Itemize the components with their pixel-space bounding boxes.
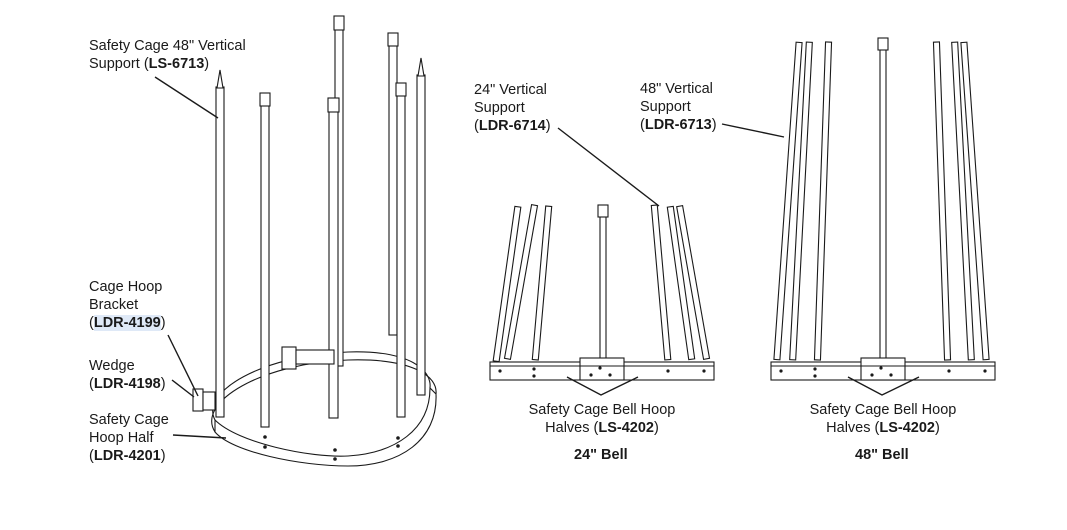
label-line: (LDR-4201)	[89, 447, 169, 465]
label-line: 48" Vertical	[640, 81, 713, 97]
label-line: Safety Cage Bell Hoop	[528, 402, 676, 418]
vertical-support-posts	[215, 15, 426, 428]
bell-24-hoop	[489, 357, 715, 381]
label-line: Safety Cage Bell Hoop	[809, 402, 957, 418]
caption-bell-24: 24" Bell	[574, 447, 628, 463]
bell-48-hoop	[770, 357, 996, 381]
label-text: )	[711, 117, 717, 133]
label-text: )	[160, 315, 166, 331]
part-code: LDR-6713	[644, 117, 712, 133]
label-line: (LDR-4198)	[89, 375, 166, 393]
label-line: (LDR-4199)	[89, 314, 166, 332]
label-cage-hoop-bracket: Cage Hoop Bracket (LDR-4199)	[89, 278, 166, 332]
label-text: )	[160, 448, 166, 464]
label-line: Safety Cage	[89, 412, 169, 428]
part-code: LDR-4199	[93, 315, 161, 331]
label-line: Support	[474, 100, 525, 116]
label-text: Halves (	[545, 420, 599, 436]
label-line: Bracket	[89, 297, 139, 313]
label-text: )	[934, 420, 940, 436]
label-vertical-support-48: 48" Vertical Support (LDR-6713)	[640, 80, 717, 134]
label-text: )	[545, 118, 551, 134]
label-text: (	[474, 118, 479, 134]
safety-cage-assembly	[192, 15, 437, 467]
label-text: )	[204, 56, 210, 72]
label-text: Support (	[89, 56, 149, 72]
part-code: LS-4202	[598, 420, 654, 436]
part-code: LDR-6714	[478, 118, 546, 134]
label-line: Cage Hoop	[89, 279, 163, 295]
label-text: (	[89, 315, 94, 331]
label-safety-cage-hoop-half: Safety Cage Hoop Half (LDR-4201)	[89, 411, 169, 465]
part-code: LS-6713	[148, 56, 205, 72]
label-text: Halves (	[826, 420, 880, 436]
cage-hoop-bracket-parts	[192, 346, 335, 412]
bell-24-assembly	[489, 204, 715, 381]
label-line: Wedge	[89, 358, 135, 374]
label-text: (	[640, 117, 645, 133]
bell-24-posts	[492, 204, 711, 363]
label-line: Halves (LS-4202)	[793, 419, 973, 437]
label-line: (LDR-6714)	[474, 117, 551, 135]
part-code: LS-4202	[879, 420, 935, 436]
label-line: (LDR-6713)	[640, 116, 717, 134]
label-text: )	[653, 420, 659, 436]
label-line: Support	[640, 99, 691, 115]
label-text: )	[160, 376, 166, 392]
label-line: Halves (LS-4202)	[512, 419, 692, 437]
bell-48-assembly	[770, 37, 996, 381]
label-safety-cage-vertical-support: Safety Cage 48" Vertical Support (LS-671…	[89, 37, 246, 73]
label-line: Safety Cage 48" Vertical	[89, 38, 246, 54]
part-code: LDR-4198	[93, 376, 161, 392]
caption-bell-48: 48" Bell	[855, 447, 909, 463]
label-text: (	[89, 376, 94, 392]
label-bell-hoop-24: Safety Cage Bell Hoop Halves (LS-4202)	[512, 401, 692, 437]
label-wedge: Wedge (LDR-4198)	[89, 357, 166, 393]
bell-48-posts	[773, 37, 990, 361]
label-line: Hoop Half	[89, 430, 154, 446]
label-bell-hoop-48: Safety Cage Bell Hoop Halves (LS-4202)	[793, 401, 973, 437]
leader-lines	[154, 76, 920, 439]
label-text: (	[89, 448, 94, 464]
label-line: Support (LS-6713)	[89, 55, 246, 73]
label-vertical-support-24: 24" Vertical Support (LDR-6714)	[474, 81, 551, 135]
part-code: LDR-4201	[93, 448, 161, 464]
label-line: 24" Vertical	[474, 82, 547, 98]
